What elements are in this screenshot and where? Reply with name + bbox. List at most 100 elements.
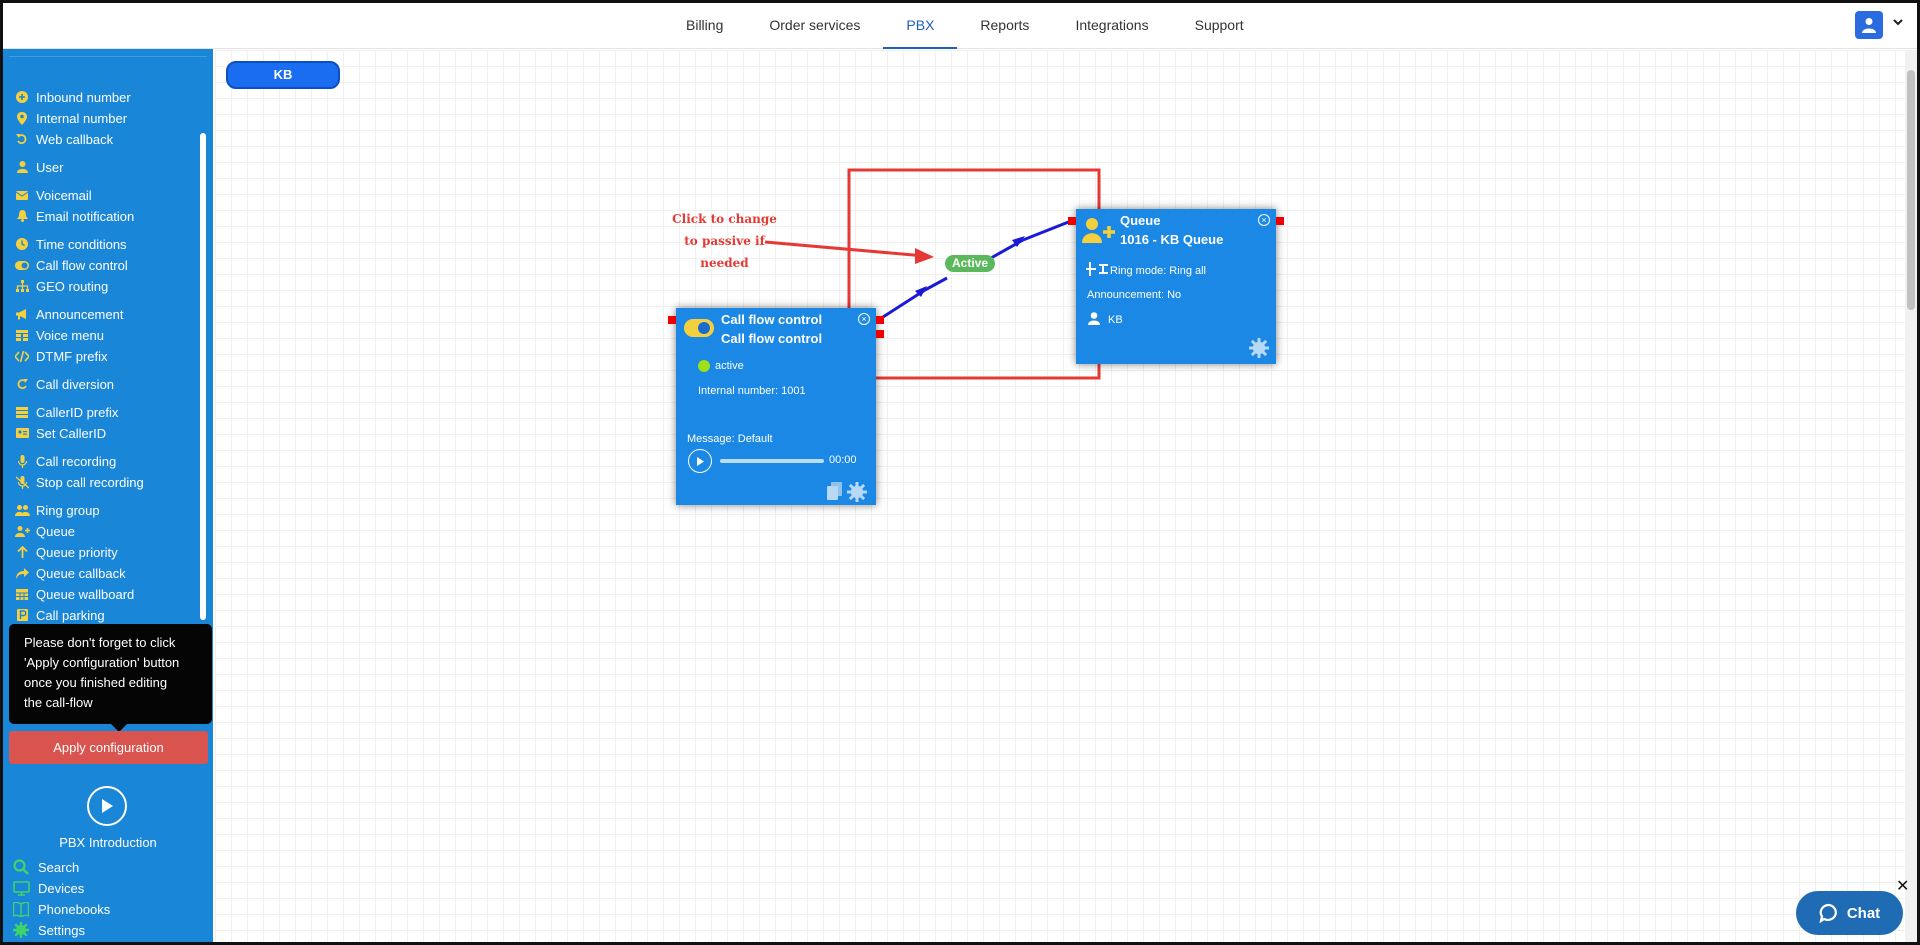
sidebar-item-label: Call recording: [36, 453, 117, 469]
nav-integrations[interactable]: Integrations: [1075, 17, 1149, 33]
call-flow-canvas[interactable]: [215, 50, 1905, 942]
close-icon[interactable]: ×: [858, 313, 870, 325]
clock-icon: [14, 236, 30, 252]
sidebar-item-label: Call diversion: [36, 376, 115, 392]
queue-member: KB: [1108, 314, 1123, 326]
sidebar-item-call-recording[interactable]: Call recording: [14, 451, 116, 471]
queue-node[interactable]: Queue 1016 - KB Queue × Ring mode: Ring …: [1076, 209, 1276, 364]
user-menu-button[interactable]: [1855, 11, 1883, 39]
sidebar-item-set-callerid[interactable]: Set CallerID: [14, 423, 106, 443]
connector-arrowhead: [1012, 236, 1025, 247]
sidebar-search-label: Search: [38, 859, 80, 875]
nav-pbx[interactable]: PBX: [883, 3, 958, 49]
sidebar-item-queue-wallboard[interactable]: Queue wallboard: [14, 584, 134, 604]
sidebar-item-email-notification[interactable]: Email notification: [14, 206, 134, 226]
sidebar-scrollbar[interactable]: [200, 133, 206, 620]
highlight-box: [847, 168, 1101, 380]
sidebar-item-callerid-prefix[interactable]: CallerID prefix: [14, 402, 118, 422]
play-icon: [102, 799, 113, 813]
call-flow-control-node[interactable]: Call flow control Call flow control × ac…: [676, 308, 876, 505]
sidebar-item-label: DTMF prefix: [36, 348, 108, 364]
output-port[interactable]: [1276, 217, 1284, 225]
copy-icon[interactable]: [827, 482, 843, 501]
table-icon: [14, 586, 30, 602]
sidebar-item-web-callback[interactable]: Web callback: [14, 129, 113, 149]
scrollbar-thumb[interactable]: [1907, 70, 1915, 310]
chat-label: Chat: [1846, 904, 1881, 922]
sidebar-item-queue-priority[interactable]: Queue priority: [14, 542, 118, 562]
connector-line: [882, 288, 926, 319]
output-port[interactable]: [876, 330, 884, 338]
sidebar-item-label: Call flow control: [36, 257, 128, 273]
user-plus-icon: [14, 523, 30, 539]
sidebar-item-inbound-number[interactable]: Inbound number: [14, 87, 131, 107]
sidebar-phonebooks[interactable]: Phonebooks: [12, 899, 110, 919]
nav-support[interactable]: Support: [1194, 17, 1244, 33]
grid-icon: [14, 327, 30, 343]
sidebar-item-internal-number[interactable]: Internal number: [14, 108, 127, 128]
sidebar-item-geo-routing[interactable]: GEO routing: [14, 276, 108, 296]
toggle-icon: [14, 257, 30, 273]
kb-tab-button[interactable]: KB: [226, 61, 340, 89]
gear-icon[interactable]: [1249, 338, 1269, 358]
chat-close-icon[interactable]: ✕: [1896, 878, 1910, 895]
nav-items: Billing Order services PBX Reports Integ…: [663, 3, 1267, 49]
sidebar-item-call-parking[interactable]: Call parking: [14, 605, 105, 625]
sidebar-item-time-conditions[interactable]: Time conditions: [14, 234, 127, 254]
list-icon: [14, 404, 30, 420]
sidebar-item-user[interactable]: User: [14, 157, 63, 177]
arrow-up-icon: [14, 544, 30, 560]
user-icon: [1862, 18, 1876, 33]
annotation-line: Click to change: [672, 212, 777, 226]
annotation-line: needed: [700, 256, 749, 270]
canvas-scrollbar[interactable]: [1905, 50, 1917, 942]
search-icon: [12, 858, 30, 876]
sidebar-item-label: Stop call recording: [36, 474, 144, 490]
sidebar-item-ring-group[interactable]: Ring group: [14, 500, 100, 520]
chevron-down-icon[interactable]: [1892, 16, 1904, 31]
sidebar-search[interactable]: Search: [12, 857, 79, 877]
gear-icon[interactable]: [847, 482, 867, 502]
sidebar-item-queue-callback[interactable]: Queue callback: [14, 563, 126, 583]
tooltip-line: 'Apply configuration' button: [24, 655, 180, 670]
pbx-introduction-label: PBX Introduction: [59, 835, 157, 850]
redo-icon: [14, 376, 30, 392]
sidebar-item-voicemail[interactable]: Voicemail: [14, 185, 92, 205]
sidebar-item-call-diversion[interactable]: Call diversion: [14, 374, 114, 394]
input-port[interactable]: [1068, 217, 1076, 225]
toggle-icon[interactable]: [684, 319, 714, 337]
active-status-badge[interactable]: Active: [945, 255, 995, 272]
nav-order-services[interactable]: Order services: [769, 17, 861, 33]
sidebar-item-stop-call-recording[interactable]: Stop call recording: [14, 472, 144, 492]
input-port[interactable]: [668, 316, 676, 324]
connector-arrowhead: [915, 286, 927, 297]
message-progress-bar[interactable]: [720, 459, 824, 463]
chat-bubble-icon: [1819, 903, 1837, 923]
output-port[interactable]: [876, 316, 884, 324]
sidebar-item-label: Call parking: [36, 607, 105, 623]
plus-circle-icon: [14, 89, 30, 105]
ring-mode-icon: [1086, 262, 1108, 276]
node-title: Queue: [1120, 213, 1161, 228]
node-subtitle: Call flow control: [721, 331, 823, 346]
sidebar-settings[interactable]: Settings: [12, 920, 85, 940]
microphone-slash-icon: [14, 474, 30, 490]
apply-configuration-button[interactable]: Apply configuration: [9, 731, 208, 764]
sidebar-devices[interactable]: Devices: [12, 878, 84, 898]
sidebar-item-label: Announcement: [36, 306, 124, 322]
close-icon[interactable]: ×: [1258, 214, 1270, 226]
nav-billing[interactable]: Billing: [686, 17, 724, 33]
chat-button[interactable]: Chat: [1796, 891, 1903, 935]
sidebar-item-label: Queue callback: [36, 565, 126, 581]
sidebar-item-queue[interactable]: Queue: [14, 521, 75, 541]
sidebar-item-announcement[interactable]: Announcement: [14, 304, 123, 324]
message-play-button[interactable]: [688, 449, 712, 473]
pbx-introduction-play-button[interactable]: [87, 786, 127, 826]
sidebar-item-dtmf-prefix[interactable]: DTMF prefix: [14, 346, 108, 366]
sidebar-item-voice-menu[interactable]: Voice menu: [14, 325, 104, 345]
play-icon: [697, 456, 704, 466]
sidebar-item-label: CallerID prefix: [36, 404, 119, 420]
sidebar-item-call-flow-control[interactable]: Call flow control: [14, 255, 128, 275]
nav-reports[interactable]: Reports: [980, 17, 1030, 33]
sidebar-item-label: Web callback: [36, 131, 114, 147]
